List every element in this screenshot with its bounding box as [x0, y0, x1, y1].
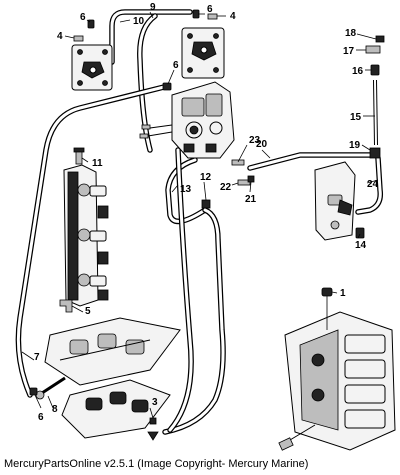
fitting-14 [355, 227, 365, 239]
hose-20 [247, 152, 375, 171]
hose-left-return [167, 147, 194, 433]
image-copyright-footer: MercuryPartsOnline v2.5.1 (Image Copyrig… [4, 458, 309, 470]
hose-lower [162, 207, 226, 435]
intake-plate-upper [44, 317, 181, 386]
bolt-8 [35, 376, 66, 400]
fitting-21 [247, 175, 255, 183]
callout-10: 10 [133, 16, 145, 27]
fitting-22 [237, 179, 251, 186]
fitting-4-left [73, 35, 84, 42]
callout-12: 12 [200, 172, 212, 183]
callout-16: 16 [352, 66, 364, 77]
callout-11: 11 [92, 158, 103, 169]
fuel-pump-right [181, 27, 225, 79]
fitting-4-right [207, 13, 218, 20]
callout-17: 17 [343, 46, 355, 57]
fitting-12 [201, 199, 211, 209]
callout-5: 5 [85, 306, 91, 317]
callout-18: 18 [345, 28, 357, 39]
fitting-23 [231, 159, 245, 166]
hose-7 [15, 83, 171, 398]
fuel-rail-assembly [63, 164, 109, 307]
callout-6-right: 6 [207, 4, 213, 15]
fitting-6-bottom [29, 387, 38, 396]
hose-24 [355, 155, 384, 215]
tube-15 [373, 79, 378, 146]
callout-23: 23 [249, 135, 261, 146]
callout-20: 20 [256, 139, 268, 150]
fitting-16 [370, 64, 380, 76]
engine-block [278, 311, 396, 451]
callout-21: 21 [245, 194, 257, 205]
callout-1: 1 [340, 288, 346, 299]
hose-13 [165, 157, 208, 225]
callout-24: 24 [367, 179, 379, 190]
callout-3: 3 [152, 397, 158, 408]
hose-10 [109, 9, 193, 65]
callout-4-right: 4 [230, 11, 236, 22]
callout-8: 8 [52, 404, 58, 415]
callout-13: 13 [180, 184, 192, 195]
callout-7: 7 [34, 352, 40, 363]
callout-19: 19 [349, 140, 361, 151]
intake-plate-lower [61, 379, 171, 439]
fitting-18 [375, 35, 385, 43]
callout-6-center: 6 [173, 60, 179, 71]
fitting-17 [365, 45, 381, 54]
elbow-5 [59, 299, 73, 313]
callout-6-bottom: 6 [38, 412, 44, 423]
hose-9 [137, 13, 158, 153]
callout-14: 14 [355, 240, 367, 251]
fitting-19 [369, 147, 381, 159]
vapor-separator-assembly [139, 81, 235, 159]
fitting-6-center [162, 82, 172, 91]
leader-lines [21, 11, 379, 419]
bleeder-11 [73, 147, 85, 165]
callout-6-left: 6 [80, 12, 86, 23]
callout-15: 15 [350, 112, 362, 123]
bracket-assembly [314, 161, 356, 241]
callout-9: 9 [150, 2, 156, 13]
callout-4-left: 4 [57, 31, 63, 42]
fuel-pump-left [71, 44, 113, 91]
callout-22: 22 [220, 182, 232, 193]
